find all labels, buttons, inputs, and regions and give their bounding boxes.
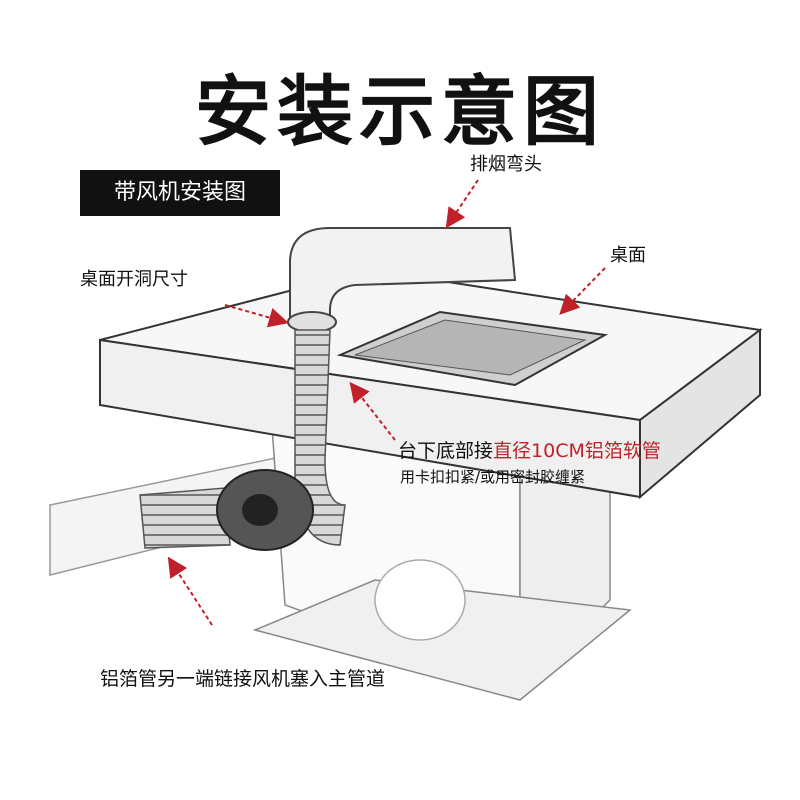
page-title: 安装示意图 <box>0 50 800 160</box>
arrow-elbow <box>448 180 478 225</box>
label-pipe-highlight: 直径10CM铝箔软管 <box>493 440 661 462</box>
label-fixing: 用卡扣扣紧/或用密封胶缠紧 <box>400 466 585 487</box>
label-pipe: 台下底部接直径10CM铝箔软管 <box>398 436 661 463</box>
label-pipe-prefix: 台下底部接 <box>398 440 493 462</box>
exhaust-collar <box>288 312 336 332</box>
label-hole-size: 桌面开洞尺寸 <box>80 265 188 291</box>
cabinet-hole <box>375 560 465 640</box>
fan-hub <box>242 494 278 526</box>
label-bottom: 铝箔管另一端链接风机塞入主管道 <box>100 664 385 691</box>
arrow-foil <box>170 560 212 625</box>
foil-duct-horizontal <box>140 488 230 548</box>
diagram-badge: 带风机安装图 <box>80 170 280 216</box>
label-tabletop: 桌面 <box>610 241 646 267</box>
label-elbow: 排烟弯头 <box>470 150 542 176</box>
